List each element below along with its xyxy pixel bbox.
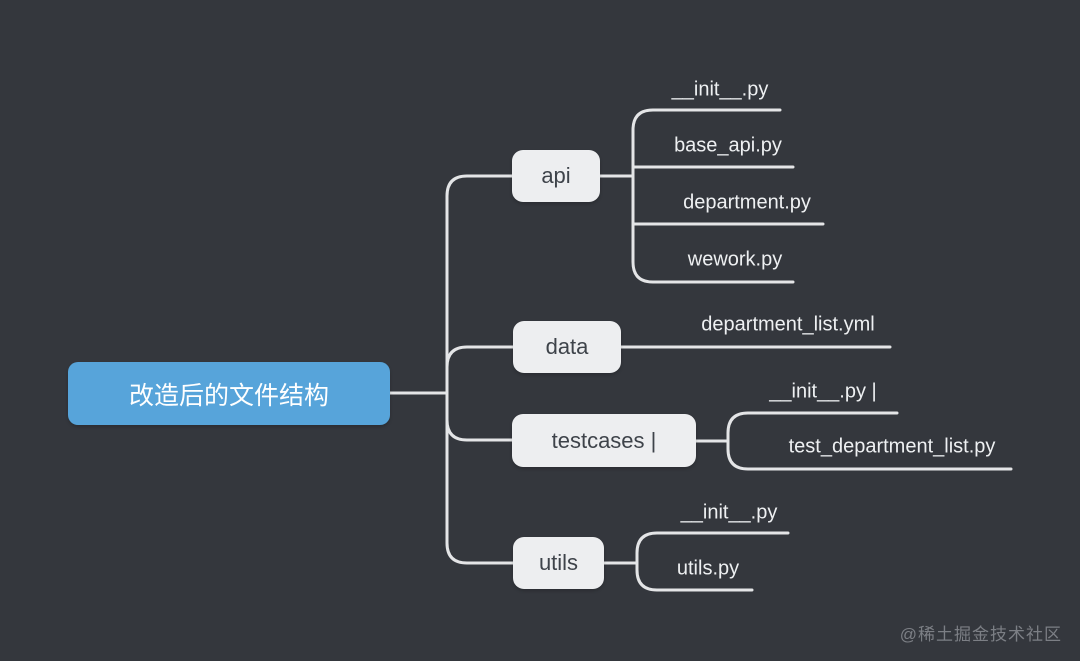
leaf-data-department-list[interactable]: department_list.yml xyxy=(701,313,875,336)
connector-api-bracket xyxy=(631,108,795,284)
watermark: @稀土掘金技术社区 xyxy=(899,625,1062,644)
node-testcases[interactable]: testcases | xyxy=(512,414,696,467)
connector-branch-testcases xyxy=(445,418,514,442)
leaf-api-wework[interactable]: wework.py xyxy=(687,248,783,271)
leaf-api-department[interactable]: department.py xyxy=(683,191,811,214)
node-api[interactable]: api xyxy=(512,150,600,202)
connector-testcases-bracket xyxy=(726,411,1013,471)
connector-utils-bracket xyxy=(635,531,790,592)
leaf-utils-utils-py[interactable]: utils.py xyxy=(676,557,740,580)
connector-branch-data xyxy=(445,345,515,369)
leaf-testcases-test-department-list[interactable]: test_department_list.py xyxy=(788,435,996,458)
root-node[interactable]: 改造后的文件结构 xyxy=(68,362,390,425)
node-data[interactable]: data xyxy=(513,321,621,373)
leaf-api-base-api[interactable]: base_api.py xyxy=(674,134,782,157)
leaf-api-init[interactable]: __init__.py xyxy=(671,78,769,101)
connector-main-trunk xyxy=(445,174,515,565)
leaf-utils-init[interactable]: __init__.py xyxy=(680,501,778,524)
node-utils[interactable]: utils xyxy=(513,537,604,589)
leaf-testcases-init[interactable]: __init__.py | xyxy=(769,380,877,403)
